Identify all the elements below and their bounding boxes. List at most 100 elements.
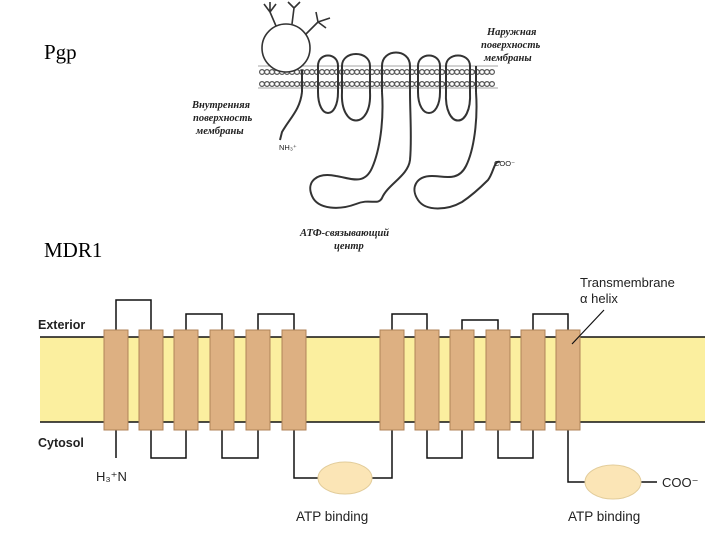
mdr1-helix-6: [281, 329, 307, 431]
lipid-head: [424, 80, 431, 87]
mdr1-helix-3: [173, 329, 199, 431]
lipid-head: [464, 68, 471, 75]
mdr1-helix-10: [485, 329, 511, 431]
lipid-head: [434, 68, 441, 75]
mdr1-helix-8: [414, 329, 440, 431]
mdr1-loops: [115, 299, 657, 483]
pgp-n-terminus: NH₃⁺: [279, 143, 297, 152]
lipid-head: [479, 68, 486, 75]
pgp-atp-label-1: АТФ-связывающий: [299, 228, 389, 239]
mdr1-atp-site-left: [317, 461, 373, 495]
lipid-head: [284, 80, 291, 87]
mdr1-n-terminus: H₃⁺N: [96, 469, 127, 484]
lipid-head: [429, 68, 436, 75]
lipid-head: [269, 68, 276, 75]
mdr1-atp-binding-right: ATP binding: [568, 509, 640, 524]
lipid-head: [484, 68, 491, 75]
lipid-head: [404, 68, 411, 75]
lipid-head: [274, 80, 281, 87]
lipid-head: [264, 68, 271, 75]
lipid-head: [269, 80, 276, 87]
lipid-head: [434, 80, 441, 87]
lipid-head: [279, 80, 286, 87]
lipid-head: [349, 68, 356, 75]
lipid-head: [344, 68, 351, 75]
lipid-head: [484, 80, 491, 87]
lipid-head: [459, 80, 466, 87]
lipid-head: [489, 80, 496, 87]
lipid-head: [264, 80, 271, 87]
mdr1-atp-binding-left: ATP binding: [296, 509, 368, 524]
mdr1-exterior-label: Exterior: [38, 318, 85, 332]
pgp-glycosylated-loop: [261, 1, 331, 73]
lipid-head: [259, 68, 266, 75]
lipid-head: [364, 68, 371, 75]
lipid-head: [419, 80, 426, 87]
lipid-head: [354, 80, 361, 87]
lipid-head: [374, 68, 381, 75]
lipid-head: [304, 80, 311, 87]
mdr1-helix-7: [379, 329, 405, 431]
pgp-diagram: Наружная поверхность мембраны Внутренняя…: [191, 1, 541, 252]
lipid-head: [389, 80, 396, 87]
lipid-head: [354, 68, 361, 75]
lipid-head: [359, 80, 366, 87]
mdr1-tm-pointer: [571, 309, 605, 345]
lipid-head: [349, 80, 356, 87]
mdr1-tm-label-2: α helix: [580, 291, 618, 306]
lipid-head: [259, 80, 266, 87]
pgp-protein-chain: [279, 51, 501, 210]
pgp-atp-label-2: центр: [334, 241, 364, 252]
mdr1-helix-5: [245, 329, 271, 431]
lipid-head: [344, 80, 351, 87]
pgp-inner-label-1: Внутренняя: [191, 100, 251, 111]
lipid-head: [449, 68, 456, 75]
lipid-head: [454, 68, 461, 75]
lipid-head: [364, 80, 371, 87]
mdr1-helix-1: [103, 329, 129, 431]
lipid-head: [479, 80, 486, 87]
pgp-title: Pgp: [44, 40, 77, 64]
lipid-head: [289, 80, 296, 87]
lipid-head: [374, 80, 381, 87]
pgp-outer-label-1: Наружная: [486, 27, 537, 38]
lipid-head: [394, 80, 401, 87]
lipid-head: [449, 80, 456, 87]
lipid-head: [389, 68, 396, 75]
lipid-head: [309, 68, 316, 75]
pgp-lipid-heads-inner: [259, 80, 496, 87]
mdr1-helices: [103, 329, 581, 431]
lipid-head: [294, 80, 301, 87]
mdr1-helix-11: [520, 329, 546, 431]
lipid-head: [304, 68, 311, 75]
lipid-head: [329, 80, 336, 87]
lipid-head: [419, 68, 426, 75]
lipid-head: [329, 68, 336, 75]
pgp-c-terminus: COO⁻: [494, 159, 515, 168]
mdr1-atp-site-right: [584, 464, 642, 500]
lipid-head: [399, 68, 406, 75]
lipid-head: [319, 68, 326, 75]
lipid-head: [424, 68, 431, 75]
lipid-head: [324, 68, 331, 75]
mdr1-helix-2: [138, 329, 164, 431]
mdr1-cytosol-label: Cytosol: [38, 436, 84, 450]
lipid-head: [384, 68, 391, 75]
pgp-inner-label-2: поверхность: [193, 113, 253, 124]
lipid-head: [459, 68, 466, 75]
pgp-inner-label-3: мембраны: [195, 126, 244, 137]
lipid-head: [399, 80, 406, 87]
mdr1-helix-9: [449, 329, 475, 431]
mdr1-c-terminus: COO⁻: [662, 475, 698, 490]
mdr1-diagram: Exterior Cytosol Transmembrane α helix H…: [38, 275, 705, 524]
mdr1-helix-4: [209, 329, 235, 431]
lipid-head: [324, 80, 331, 87]
lipid-head: [454, 80, 461, 87]
lipid-head: [489, 68, 496, 75]
lipid-head: [464, 80, 471, 87]
pgp-outer-label-3: мембраны: [483, 53, 532, 64]
mdr1-title: MDR1: [44, 238, 103, 262]
lipid-head: [384, 80, 391, 87]
lipid-head: [394, 68, 401, 75]
